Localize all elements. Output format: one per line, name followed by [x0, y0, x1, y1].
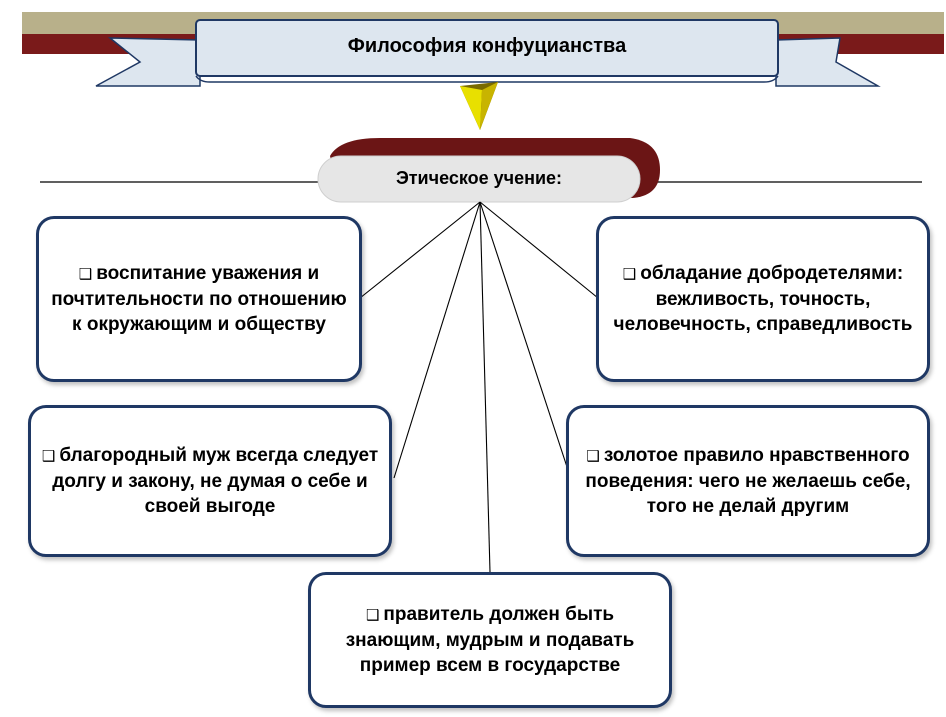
banner-main	[195, 19, 779, 77]
checkbox-square-icon: ❑	[365, 606, 380, 624]
subtitle-pill	[317, 155, 641, 203]
checkbox-square-icon: ❑	[586, 447, 600, 465]
ribbon-right-tail	[775, 37, 881, 87]
down-arrow-icon	[460, 82, 498, 130]
page-title: Философия конфуцианства	[347, 34, 627, 57]
box-golden-rule-text: золотое правило нравственного поведения:…	[585, 445, 911, 517]
checkbox-square-icon: ❑	[41, 447, 56, 465]
ribbon-left-tail	[95, 37, 201, 87]
diagram-subtitle: Этическое учение:	[395, 167, 563, 188]
box-respect-text: воспитание уважения и почтительности по …	[51, 263, 347, 335]
connector-lines	[359, 201, 599, 573]
checkbox-square-icon: ❑	[78, 265, 93, 283]
box-golden-rule: ❑золотое правило нравственного поведения…	[566, 405, 930, 557]
box-virtues-text: обладание добродетелями: вежливость, точ…	[613, 263, 913, 335]
checkbox-square-icon: ❑	[622, 265, 637, 283]
box-noble-man-text: благородный муж всегда следует долгу и з…	[52, 445, 379, 517]
box-ruler-text: правитель должен быть знающим, мудрым и …	[345, 604, 635, 676]
box-ruler: ❑правитель должен быть знающим, мудрым и…	[308, 572, 672, 708]
box-respect: ❑воспитание уважения и почтительности по…	[36, 216, 362, 382]
box-virtues: ❑обладание добродетелями: вежливость, то…	[596, 216, 930, 382]
box-noble-man: ❑благородный муж всегда следует долгу и …	[28, 405, 392, 557]
